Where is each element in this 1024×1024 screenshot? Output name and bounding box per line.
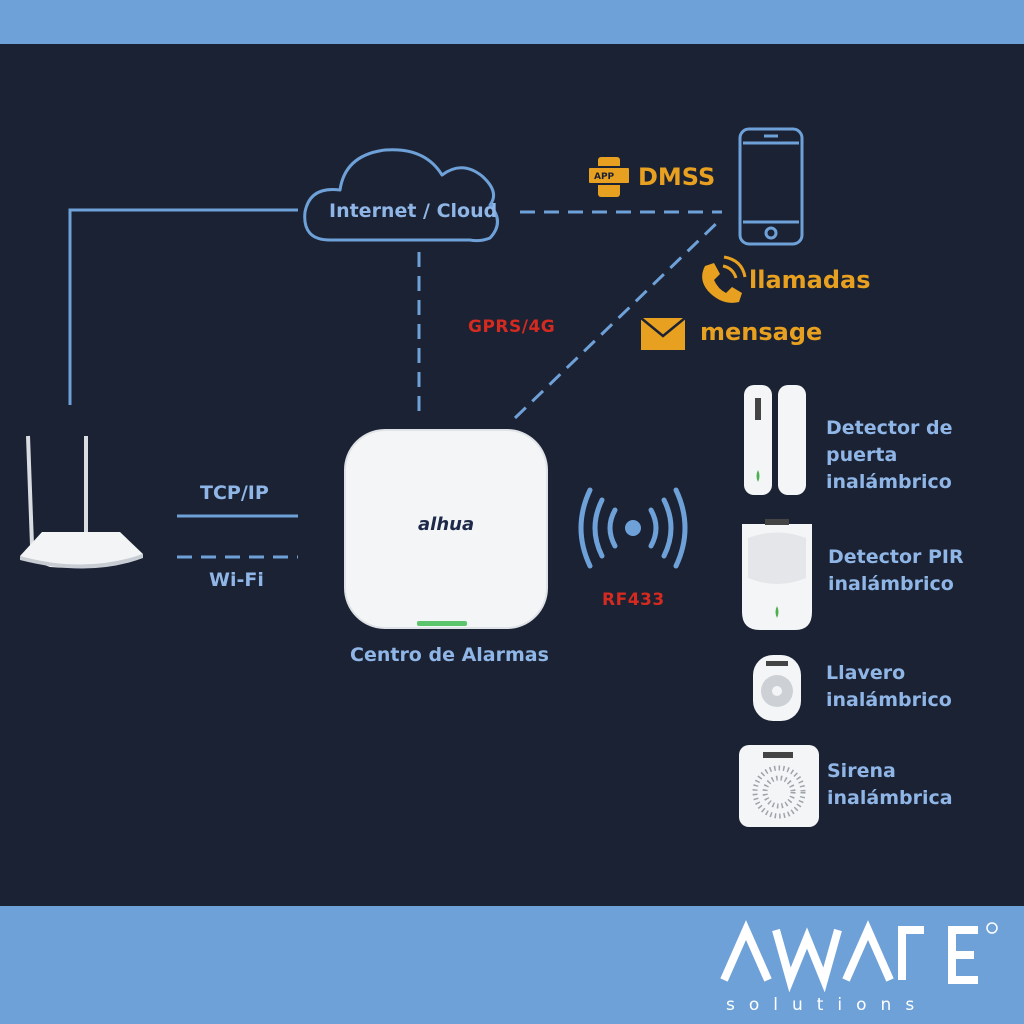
router-icon	[20, 435, 143, 569]
panel-brand: alhua	[418, 514, 475, 535]
cloud-label: Internet / Cloud	[329, 200, 498, 222]
cloud-icon	[303, 148, 499, 243]
envelope-icon	[640, 317, 686, 350]
calls-label: llamadas	[749, 266, 871, 294]
device-label-keyfob: Llavero inalámbrico	[826, 662, 952, 711]
rf-signal-icon	[578, 487, 688, 569]
smartphone-icon	[738, 127, 804, 246]
app-badge: APP	[594, 172, 615, 182]
message-label: mensage	[700, 318, 823, 346]
aware-solutions-logo: solutions	[720, 920, 998, 1015]
gprs-label: GPRS/4G	[468, 317, 556, 337]
key-fob-icon	[753, 655, 801, 721]
app-icon	[587, 157, 631, 197]
phone-call-icon	[702, 255, 747, 303]
wifi-label: Wi-Fi	[209, 569, 264, 591]
door-contact-sensor-icon	[744, 385, 806, 495]
device-label-siren: Sirena inalámbrica	[827, 760, 953, 809]
device-label-door: Detector de puerta inalámbrico	[826, 417, 953, 493]
device-label-pir: Detector PIR inalámbrico	[828, 546, 964, 595]
wireless-siren-icon	[739, 745, 819, 827]
tcpip-label: TCP/IP	[200, 482, 269, 504]
rf-label: RF433	[602, 590, 665, 610]
alarm-panel-icon	[344, 429, 548, 629]
app-name: DMSS	[638, 163, 716, 191]
top-band	[0, 0, 1024, 44]
pir-detector-icon	[742, 519, 812, 630]
router-cloud-link	[68, 208, 298, 405]
svg-text:solutions: solutions	[726, 995, 928, 1015]
panel-label: Centro de Alarmas	[350, 644, 549, 666]
